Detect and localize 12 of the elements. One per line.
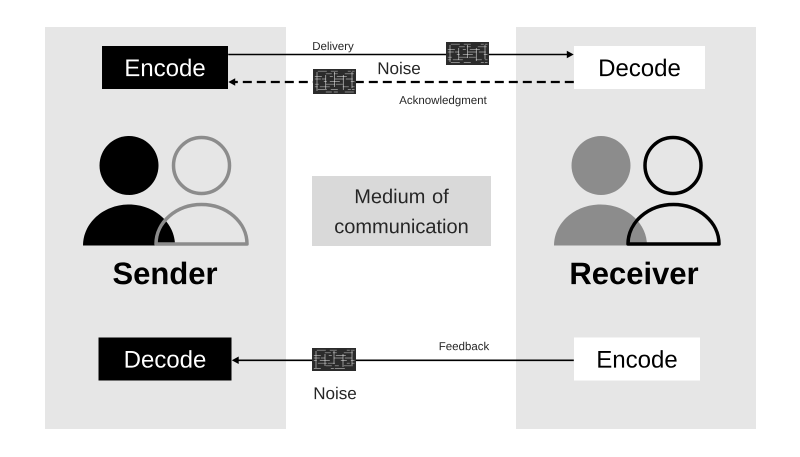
text-box: Medium of communication: [312, 176, 491, 246]
text-label: Noise: [314, 386, 356, 400]
panel-heading: Receiver: [571, 262, 698, 284]
process-box: Decode: [98, 338, 232, 380]
panel-heading: Sender: [113, 262, 218, 284]
process-box: Encode: [102, 46, 228, 89]
process-box: Decode: [574, 46, 705, 89]
edge-label: Feedback: [438, 340, 490, 352]
text-label: Noise: [378, 62, 420, 74]
edge-label: Delivery: [311, 40, 355, 54]
process-box: Encode: [574, 338, 700, 380]
edge-label: Acknowledgment: [398, 94, 488, 108]
